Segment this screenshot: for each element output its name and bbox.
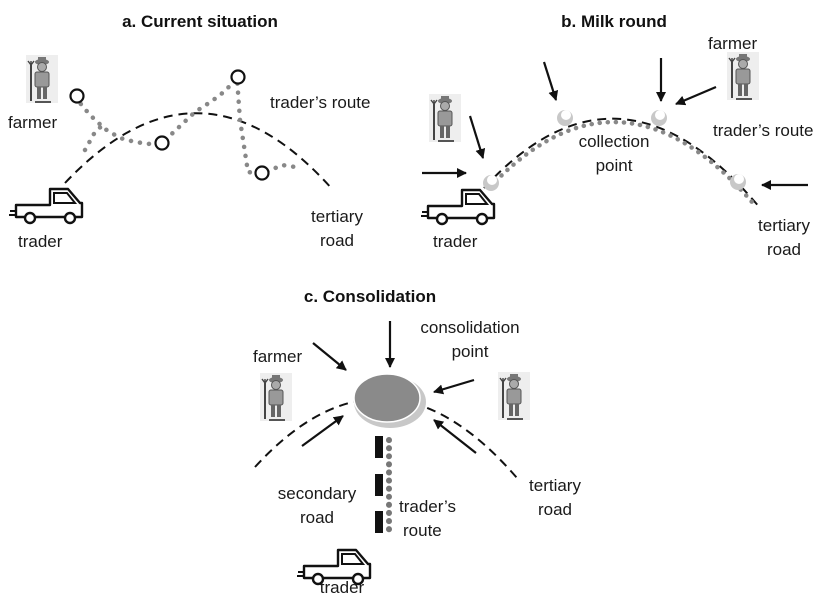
panel-a-route-label: trader’s route bbox=[270, 93, 370, 112]
panel-b-tertiary-road bbox=[483, 117, 761, 209]
panel-b-trader-label: trader bbox=[433, 232, 478, 251]
panel-b-farmer-label: farmer bbox=[708, 34, 757, 53]
arrow-icon bbox=[312, 342, 347, 371]
panel-c-secondary-road bbox=[375, 436, 383, 533]
panel-a-trader-label: trader bbox=[18, 232, 63, 251]
arrow-icon bbox=[542, 61, 559, 101]
panel-b-title: b. Milk round bbox=[561, 12, 667, 31]
farmer-icon bbox=[259, 372, 293, 422]
arrow-icon bbox=[433, 378, 475, 395]
panel-b-point-label: point bbox=[596, 156, 633, 175]
panel-c-route-label: trader’s bbox=[399, 497, 456, 516]
panel-c-farmer-label: farmer bbox=[253, 347, 302, 366]
panel-c-route-label-2: route bbox=[403, 521, 442, 540]
panel-c-consolidation-label: consolidation bbox=[420, 318, 519, 337]
arrow-icon bbox=[468, 115, 486, 159]
farmer-icon bbox=[428, 93, 462, 143]
truck-icon bbox=[7, 187, 84, 225]
panel-b-tertiary-label: tertiary bbox=[758, 216, 810, 235]
arrow-icon bbox=[433, 419, 477, 454]
truck-icon bbox=[419, 188, 496, 226]
panel-b-collection-label: collection bbox=[579, 132, 650, 151]
panel-c-title: c. Consolidation bbox=[304, 287, 436, 306]
panel-a-tertiary-road bbox=[64, 112, 334, 191]
panel-a-farm-circle bbox=[154, 135, 170, 151]
panel-b-road-label: road bbox=[767, 240, 801, 259]
farmer-icon bbox=[497, 371, 531, 421]
panel-a-title: a. Current situation bbox=[122, 12, 278, 31]
panel-a-traders-route bbox=[72, 72, 305, 177]
panel-c-point-label: point bbox=[452, 342, 489, 361]
collection-point-icon bbox=[730, 174, 746, 190]
panel-a-farm-circle bbox=[69, 88, 85, 104]
panel-c-secondary-road-label: road bbox=[300, 508, 334, 527]
arrow-icon bbox=[301, 415, 344, 447]
panel-a-tertiary-label: tertiary bbox=[311, 207, 363, 226]
panel-c-road-label: road bbox=[538, 500, 572, 519]
collection-point-icon bbox=[483, 175, 499, 191]
panel-c-secondary-label: secondary bbox=[278, 484, 357, 503]
panel-a-road-label: road bbox=[320, 231, 354, 250]
panel-a-route-branch bbox=[82, 120, 108, 153]
arrow-icon bbox=[675, 85, 717, 106]
farmer-icon bbox=[25, 54, 59, 104]
panel-c-tertiary-label: tertiary bbox=[529, 476, 581, 495]
panel-b-route-label: trader’s route bbox=[713, 121, 813, 140]
consolidation-point-icon bbox=[353, 373, 421, 423]
farmer-icon bbox=[726, 51, 760, 101]
collection-point-icon bbox=[557, 110, 573, 126]
panel-a-farmer-label: farmer bbox=[8, 113, 57, 132]
panel-b-traders-route bbox=[487, 119, 755, 205]
panel-a-farm-circle bbox=[254, 165, 270, 181]
panel-c-trader-label: trader bbox=[320, 578, 365, 597]
panel-a-farm-circle bbox=[230, 69, 246, 85]
collection-point-icon bbox=[651, 110, 667, 126]
